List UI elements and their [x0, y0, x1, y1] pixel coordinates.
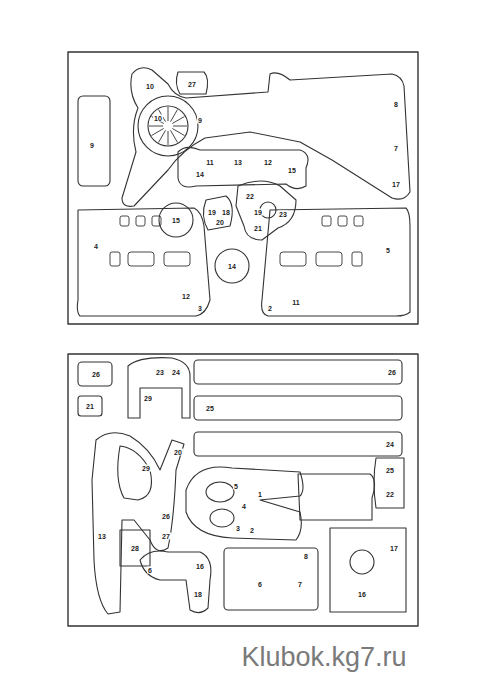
top-panel	[68, 52, 418, 324]
part-number: 11	[291, 299, 300, 306]
part-number: 29	[141, 465, 151, 472]
part-number: 19	[253, 209, 263, 216]
part-outline	[128, 358, 190, 418]
part-number: 24	[171, 369, 181, 376]
part-number: 5	[385, 247, 391, 254]
wing-half-outline	[262, 208, 410, 316]
part-number: 2	[249, 527, 255, 534]
part-outline	[78, 396, 102, 416]
part-outline	[330, 528, 406, 612]
part-number: 23	[155, 369, 165, 376]
part-number: 20	[173, 449, 183, 456]
bottom-panel	[68, 354, 418, 626]
part-number: 15	[171, 217, 181, 224]
part-number: 6	[257, 581, 263, 588]
part-number: 16	[195, 563, 205, 570]
cutout-outline	[118, 446, 152, 500]
part-number: 18	[193, 591, 203, 598]
part-number: 15	[287, 167, 297, 174]
part-outline	[92, 433, 184, 614]
part-number: 14	[227, 263, 237, 270]
part-number: 21	[253, 225, 263, 232]
part-number: 17	[391, 181, 401, 188]
part-outline	[224, 548, 318, 610]
part-number: 13	[233, 159, 243, 166]
spoke-lines	[149, 107, 187, 145]
part-number: 8	[393, 101, 399, 108]
strip-outline	[194, 396, 402, 420]
part-outline	[176, 72, 207, 94]
part-number: 20	[215, 219, 225, 226]
part-number: 10	[145, 83, 155, 90]
part-outline	[178, 147, 308, 188]
part-number: 24	[385, 441, 395, 448]
part-number: 22	[245, 193, 255, 200]
cutout-outline	[206, 482, 234, 502]
part-outline	[298, 474, 375, 520]
part-number: 3	[235, 525, 241, 532]
part-outline	[186, 467, 303, 540]
part-outline	[236, 181, 296, 240]
part-number: 18	[221, 209, 231, 216]
strip-outline	[194, 360, 402, 384]
part-number: 10	[153, 115, 163, 122]
part-number: 22	[385, 491, 395, 498]
part-number: 9	[197, 117, 203, 124]
part-number: 9	[89, 142, 95, 149]
cutout-outline	[210, 509, 234, 527]
strip-outline	[194, 432, 402, 456]
part-number: 26	[91, 371, 101, 378]
watermark: Klubok.kg7.ru	[240, 644, 407, 671]
part-number: 1	[257, 491, 263, 498]
part-number: 7	[393, 145, 399, 152]
part-outline	[374, 458, 404, 508]
part-number: 26	[161, 513, 171, 520]
part-number: 27	[161, 533, 171, 540]
part-number: 14	[195, 171, 205, 178]
wheel-outline	[148, 106, 188, 146]
part-number: 6	[147, 567, 153, 574]
part-outline	[140, 551, 211, 613]
part-number: 7	[297, 581, 303, 588]
part-number: 23	[278, 211, 288, 218]
part-number: 17	[389, 545, 399, 552]
part-number: 12	[181, 293, 191, 300]
part-outline	[78, 96, 110, 186]
part-number: 29	[143, 395, 153, 402]
part-number: 28	[130, 545, 140, 552]
part-outline	[120, 530, 150, 566]
part-number: 4	[93, 243, 99, 250]
part-outline	[203, 196, 232, 230]
part-outline	[122, 68, 410, 207]
part-number: 12	[263, 159, 273, 166]
part-number: 8	[303, 553, 309, 560]
disc-outline	[215, 249, 249, 283]
part-number: 19	[207, 209, 217, 216]
part-number: 5	[233, 483, 239, 490]
part-number: 25	[205, 405, 215, 412]
part-number: 26	[387, 369, 397, 376]
part-number: 2	[267, 305, 273, 312]
part-outline	[78, 362, 112, 386]
wing-half-outline	[77, 208, 210, 316]
part-number: 3	[197, 305, 203, 312]
part-number: 13	[97, 533, 107, 540]
part-number: 27	[187, 81, 197, 88]
window-cutouts	[110, 216, 363, 266]
part-number: 25	[385, 467, 395, 474]
part-number: 16	[357, 591, 367, 598]
part-number: 11	[205, 159, 214, 166]
disc-outline	[350, 550, 374, 574]
part-number: 4	[241, 503, 247, 510]
part-number: 21	[85, 403, 95, 410]
